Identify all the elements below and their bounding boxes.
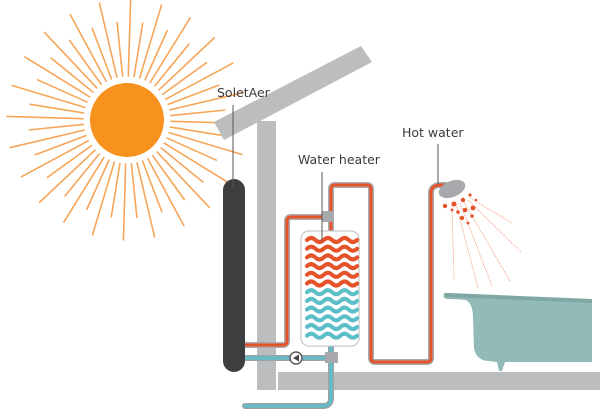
- hot-wave: [305, 244, 360, 253]
- sun-ray: [64, 153, 100, 197]
- sun-ray: [164, 62, 234, 100]
- sun-ray: [127, 0, 132, 77]
- shower-head-icon: [438, 179, 466, 199]
- sun-ray: [43, 31, 98, 89]
- sun-ray: [20, 140, 90, 178]
- spray-line: [467, 199, 522, 253]
- bathtub-icon: [443, 293, 592, 371]
- sun-ray: [151, 154, 186, 201]
- hot-wave: [305, 236, 360, 244]
- heater-waves: [305, 236, 360, 340]
- sun-ray: [160, 147, 204, 183]
- sun-ray: [29, 103, 85, 114]
- sun-icon: [6, 0, 248, 241]
- sun-ray: [149, 17, 191, 84]
- sun-ray: [50, 57, 94, 93]
- spray-line: [459, 202, 493, 287]
- sun-ray: [6, 115, 84, 120]
- sun-ray: [163, 142, 230, 184]
- sun-ray: [136, 162, 156, 238]
- sun-ray: [147, 157, 185, 227]
- sun-ray: [130, 162, 138, 219]
- sun-ray: [63, 156, 105, 223]
- sun-disc: [90, 83, 164, 157]
- sun-ray: [122, 163, 127, 241]
- sun-ray: [133, 22, 144, 78]
- sun-ray: [154, 43, 190, 87]
- roof: [214, 46, 372, 140]
- sun-ray: [141, 160, 163, 213]
- water-drop: [460, 197, 466, 203]
- water-drop: [456, 210, 460, 214]
- spray-line: [455, 203, 479, 289]
- sun-ray: [91, 161, 116, 236]
- cold-wave: [305, 331, 360, 340]
- sun-ray: [158, 36, 216, 91]
- water-drop: [450, 208, 454, 212]
- sun-ray: [24, 56, 91, 98]
- sun-ray: [167, 84, 220, 106]
- water-drop: [462, 207, 468, 213]
- hot-wave: [305, 262, 360, 271]
- sun-ray: [169, 109, 226, 117]
- hot-wave: [305, 279, 360, 288]
- hot-wave: [305, 253, 360, 262]
- sun-ray: [138, 4, 163, 79]
- spray-line: [451, 204, 455, 281]
- hot-tee-junction: [322, 211, 334, 222]
- shower-spray: [451, 197, 522, 289]
- floor: [278, 372, 600, 390]
- spray-line: [469, 197, 513, 224]
- water-drop: [466, 221, 470, 225]
- sun-ray: [169, 126, 225, 137]
- pump-icon: [289, 351, 303, 365]
- water-drop: [442, 203, 448, 209]
- water-drop: [459, 215, 465, 221]
- hot-water-label: Hot water: [402, 125, 464, 140]
- water-drop: [468, 193, 472, 197]
- sun-ray: [169, 91, 245, 111]
- sun-ray: [28, 123, 85, 131]
- sun-ray: [36, 78, 88, 103]
- sun-ray: [161, 61, 208, 96]
- cold-tee-junction: [325, 352, 338, 363]
- cold-wave: [305, 323, 360, 331]
- sun-rays: [6, 0, 248, 241]
- water-heater-tank: [300, 230, 360, 347]
- sun-ray: [91, 27, 113, 80]
- sun-ray: [98, 2, 118, 78]
- cold-wave: [305, 314, 360, 323]
- water-drop: [470, 214, 474, 218]
- sun-ray: [168, 131, 243, 156]
- sun-ray: [11, 84, 86, 109]
- sun-ray: [38, 149, 96, 204]
- cold-water-pipe: [241, 343, 334, 409]
- sun-ray: [9, 129, 85, 149]
- sun-ray: [46, 144, 93, 179]
- hot-water-pipe: [241, 182, 449, 365]
- sun-ray: [144, 29, 169, 81]
- spray-line: [463, 201, 511, 282]
- sun-ray: [34, 134, 87, 156]
- soletaer-collector: [223, 179, 245, 372]
- sun-ray: [116, 21, 124, 78]
- collector-label: SoletAer: [217, 85, 271, 100]
- sun-ray: [110, 162, 121, 218]
- water-drop: [470, 205, 476, 211]
- hot-wave: [305, 270, 360, 279]
- water-heater-label: Water heater: [298, 152, 381, 167]
- sun-ray: [166, 137, 218, 162]
- sun-ray: [69, 13, 107, 83]
- sun-ray: [85, 159, 110, 211]
- sun-ray: [156, 151, 211, 209]
- cold-wave: [305, 296, 360, 305]
- wall: [257, 121, 276, 390]
- cold-wave: [305, 288, 360, 297]
- cold-wave: [305, 305, 360, 314]
- water-drops: [442, 193, 478, 225]
- water-drop: [451, 201, 457, 207]
- sun-ray: [68, 39, 103, 86]
- water-drop: [474, 198, 478, 202]
